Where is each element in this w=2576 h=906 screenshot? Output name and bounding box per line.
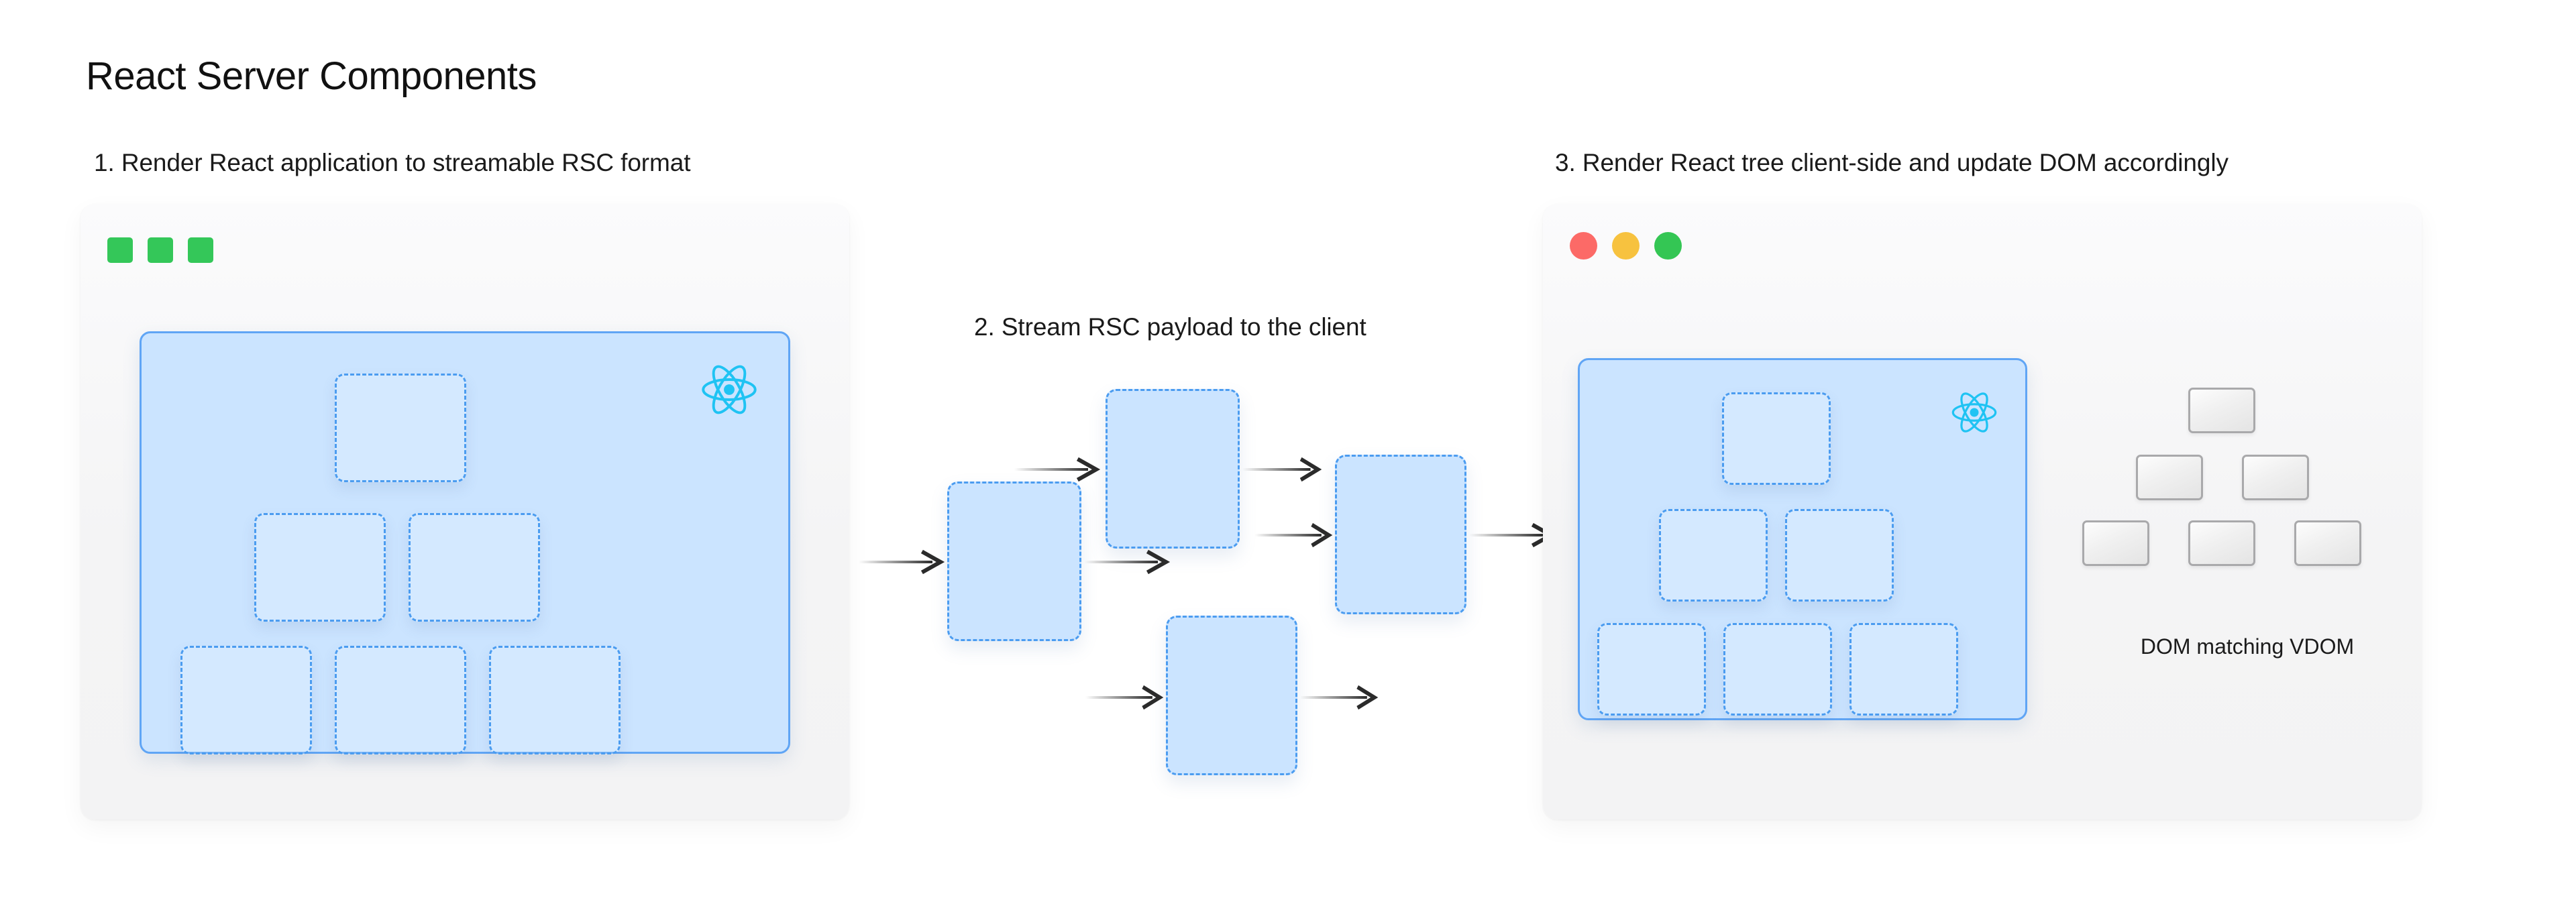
server-tree-node-r0c0: [335, 374, 466, 482]
client-tree-node-r2c1: [1723, 623, 1832, 716]
dom-node-root: [2188, 388, 2255, 433]
server-react-tree-panel: [140, 331, 790, 754]
server-control-2-icon[interactable]: [148, 237, 173, 263]
server-tree-node-r2c0: [180, 646, 312, 754]
client-tree-node-r0c0: [1722, 392, 1831, 485]
rsc-chunk-2: [1106, 389, 1240, 549]
server-tree-node-r1c0: [254, 513, 386, 622]
dom-node-a: [2136, 455, 2203, 500]
stream-arrow-out-2: [1242, 455, 1323, 484]
stream-arrow-in-4: [1085, 683, 1165, 712]
client-react-tree-panel: [1578, 358, 2027, 720]
server-window-controls: [107, 237, 213, 263]
maximize-icon[interactable]: [1654, 232, 1682, 260]
client-window-card: [1543, 204, 2422, 819]
rsc-chunk-4: [1166, 616, 1297, 775]
rsc-chunk-3: [1335, 455, 1466, 614]
server-control-1-icon[interactable]: [107, 237, 133, 263]
react-atom-icon: [1950, 388, 1998, 437]
step-3-heading: 3. Render React tree client-side and upd…: [1555, 149, 2229, 176]
client-tree-node-r1c0: [1659, 509, 1768, 602]
page-title: React Server Components: [86, 54, 537, 98]
server-window-card: [80, 204, 849, 819]
react-atom-icon: [700, 360, 759, 419]
stream-arrow-out-1: [1084, 547, 1171, 577]
stream-flow-area: [859, 376, 1556, 775]
client-tree-node-r1c1: [1785, 509, 1894, 602]
rsc-chunk-1: [947, 482, 1081, 641]
step-2-heading: 2. Stream RSC payload to the client: [974, 313, 1366, 341]
server-tree-node-r2c1: [335, 646, 466, 754]
client-window-controls: [1570, 232, 1682, 260]
minimize-icon[interactable]: [1612, 232, 1640, 260]
server-control-3-icon[interactable]: [188, 237, 213, 263]
step-1-heading: 1. Render React application to streamabl…: [94, 149, 691, 176]
dom-node-c: [2082, 520, 2149, 566]
stream-arrow-in-3: [1254, 520, 1334, 550]
dom-node-d: [2188, 520, 2255, 566]
close-icon[interactable]: [1570, 232, 1597, 260]
dom-node-b: [2242, 455, 2309, 500]
stream-arrow-out-4: [1300, 683, 1379, 712]
dom-node-e: [2294, 520, 2361, 566]
stream-arrow-in-1: [859, 547, 946, 577]
client-tree-node-r2c0: [1597, 623, 1706, 716]
dom-tree-area: [2066, 388, 2361, 589]
dom-caption: DOM matching VDOM: [2140, 634, 2355, 659]
server-tree-node-r2c2: [489, 646, 621, 754]
stream-arrow-in-2: [1014, 455, 1102, 484]
server-tree-node-r1c1: [409, 513, 540, 622]
client-tree-node-r2c2: [1849, 623, 1958, 716]
